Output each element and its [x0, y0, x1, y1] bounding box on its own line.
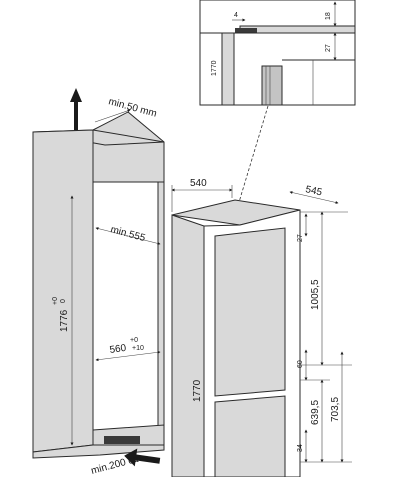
dim-560: 560	[109, 343, 127, 356]
dim-60: 60	[297, 360, 304, 368]
svg-text:+0: +0	[52, 297, 59, 305]
upper-door	[214, 227, 286, 397]
detail-appliance	[261, 65, 283, 106]
dim-1776: 1776	[59, 309, 70, 332]
svg-text:+10: +10	[132, 345, 144, 352]
detail-leader	[229, 105, 269, 233]
lower-door	[214, 395, 286, 477]
ventilation-in-arrow	[124, 448, 161, 467]
detail-seal	[235, 28, 257, 33]
ventilation-up-arrow	[70, 88, 82, 130]
dim-639: 639,5	[310, 400, 321, 425]
dim-1005: 1005,5	[310, 279, 321, 310]
detail-dim-4: 4	[234, 12, 238, 19]
detail-dim-27: 27	[325, 44, 332, 52]
appliance-side	[171, 214, 205, 477]
svg-text:0: 0	[60, 299, 67, 303]
svg-text:+0: +0	[130, 337, 138, 344]
detail-dim-1770: 1770	[211, 60, 218, 76]
detail-cabinet-side	[221, 32, 235, 106]
dim-545: 545	[304, 184, 323, 198]
detail-top-panel	[239, 25, 356, 34]
cabinet-niche-opening	[92, 181, 165, 446]
dim-27: 27	[297, 234, 304, 242]
dim-34: 34	[297, 444, 304, 452]
appliance: 540 545 27 1005,5 60 639,5 703,5 34 1770	[171, 178, 352, 477]
detail-inset: 4 18 27 1770	[199, 0, 356, 106]
svg-text:2: 2	[135, 457, 139, 464]
detail-dim-18: 18	[325, 12, 332, 20]
dim-1770: 1770	[192, 379, 203, 402]
cabinet-niche: min.50 mm min.555 560 +0 +10 1776 +0 0 m…	[32, 88, 165, 477]
cabinet-left-side	[32, 129, 94, 453]
vent-grille	[104, 436, 140, 444]
dim-703: 703,5	[330, 397, 341, 422]
cabinet-top-block	[92, 111, 165, 183]
dim-540: 540	[190, 178, 207, 189]
